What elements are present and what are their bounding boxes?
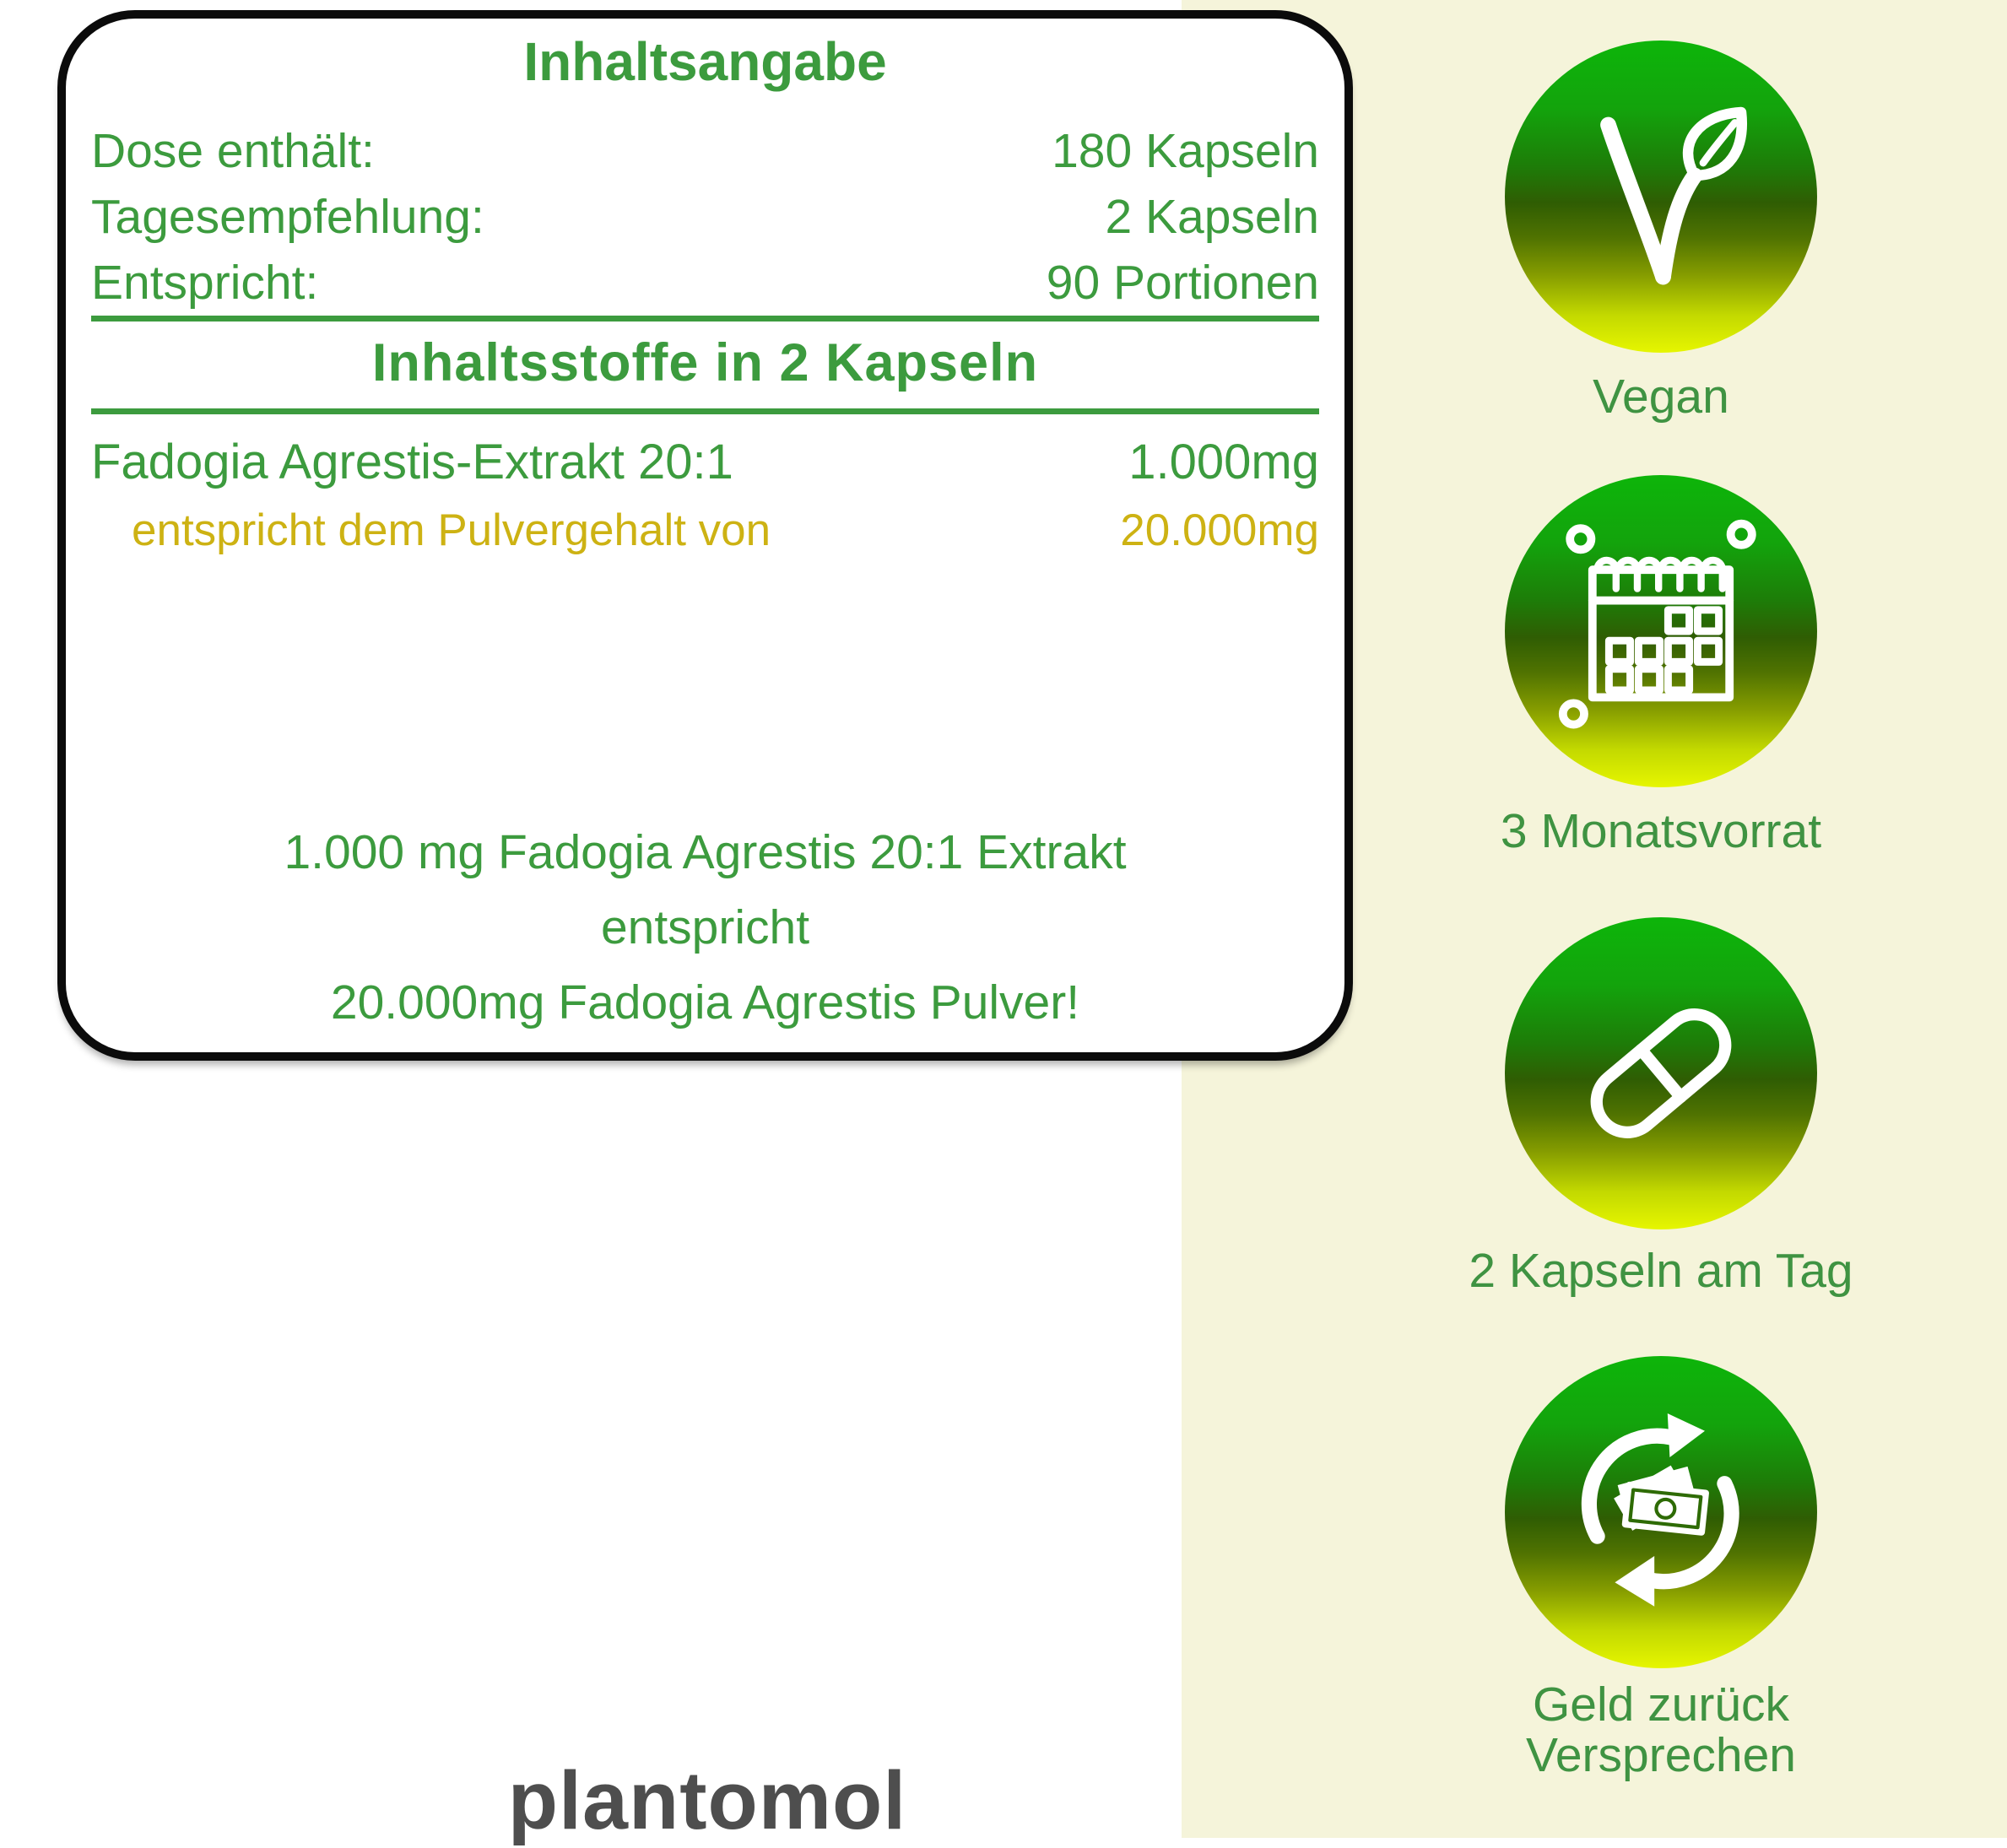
statement-line: 20.000mg Fadogia Agrestis Pulver! — [330, 975, 1080, 1029]
ingredient-label: entspricht dem Pulvergehalt von — [132, 505, 771, 555]
statement-line: 1.000 mg Fadogia Agrestis 20:1 Extrakt — [284, 825, 1127, 879]
vegan-badge — [1505, 41, 1817, 353]
money-back-label-line1: Geld zurück — [1532, 1678, 1790, 1732]
equivalence-statement: 1.000 mg Fadogia Agrestis 20:1 Extrakt e… — [66, 815, 1344, 1040]
divider — [91, 316, 1319, 322]
row-label: Dose enthält: — [91, 124, 375, 178]
capsule-icon — [1551, 964, 1771, 1183]
dose-info-rows: Dose enthält: 180 Kapseln Tagesempfehlun… — [91, 118, 1319, 316]
capsules-per-day-badge-label: 2 Kapseln am Tag — [1469, 1244, 1853, 1298]
ingredient-equivalent-row: entspricht dem Pulvergehalt von 20.000mg — [132, 505, 1319, 556]
money-back-icon — [1551, 1402, 1771, 1622]
money-back-badge-label: Geld zurück Versprechen — [1323, 1679, 1999, 1780]
row-label: Tagesempfehlung: — [91, 190, 484, 244]
money-back-label-line2: Versprechen — [1525, 1728, 1797, 1782]
row-label: Entspricht: — [91, 256, 319, 310]
table-row: Entspricht: 90 Portionen — [91, 250, 1319, 316]
month-supply-badge — [1505, 475, 1817, 787]
divider — [91, 408, 1319, 414]
row-value: 2 Kapseln — [1105, 190, 1319, 244]
vegan-badge-label: Vegan — [1593, 370, 1729, 424]
brand-logo: plantomol — [507, 1754, 907, 1846]
row-value: 90 Portionen — [1046, 256, 1319, 310]
nutrition-facts-card: Inhaltsangabe Dose enthält: 180 Kapseln … — [57, 10, 1353, 1061]
ingredient-value: 1.000mg — [1128, 435, 1319, 489]
calendar-icon — [1543, 513, 1779, 749]
row-value: 180 Kapseln — [1052, 124, 1319, 178]
card-title: Inhaltsangabe — [523, 31, 887, 92]
ingredients-section-title: Inhaltsstoffe in 2 Kapseln — [371, 333, 1039, 392]
ingredient-row: Fadogia Agrestis-Extrakt 20:1 1.000mg — [91, 434, 1319, 490]
table-row: Dose enthält: 180 Kapseln — [91, 118, 1319, 184]
statement-line: entspricht — [600, 900, 810, 954]
table-row: Tagesempfehlung: 2 Kapseln — [91, 184, 1319, 250]
ingredient-label: Fadogia Agrestis-Extrakt 20:1 — [91, 435, 733, 489]
month-supply-badge-label: 3 Monatsvorrat — [1500, 804, 1822, 858]
nutrition-facts-card-inner: Inhaltsangabe Dose enthält: 180 Kapseln … — [66, 19, 1344, 1052]
capsules-per-day-badge — [1505, 917, 1817, 1229]
ingredient-value: 20.000mg — [1120, 505, 1319, 555]
money-back-badge — [1505, 1356, 1817, 1668]
vegan-icon — [1555, 91, 1766, 302]
